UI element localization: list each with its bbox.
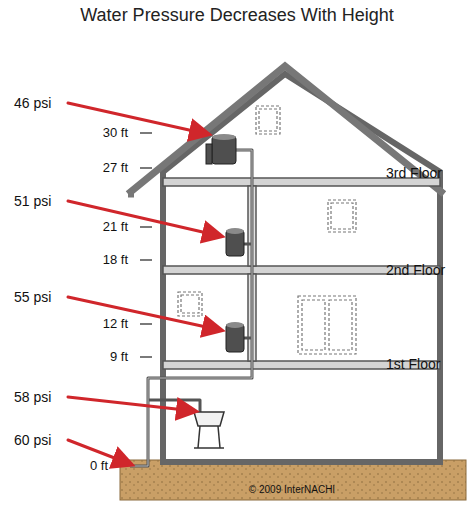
floor-name: 1st Floor bbox=[386, 356, 440, 372]
laundry-tub bbox=[194, 412, 224, 448]
window bbox=[331, 203, 353, 229]
copyright-note: © 2009 InterNACHI bbox=[249, 484, 335, 496]
pressure-value: 51 psi bbox=[14, 193, 51, 209]
window bbox=[178, 292, 202, 316]
door bbox=[329, 300, 352, 350]
height-value: 27 ft bbox=[103, 161, 128, 176]
callout-arrow bbox=[68, 103, 207, 134]
window bbox=[259, 109, 277, 131]
water-pipe bbox=[130, 150, 252, 466]
callout-arrow bbox=[68, 397, 194, 411]
height-ticks bbox=[140, 133, 152, 357]
water-heater bbox=[206, 134, 236, 164]
pressure-value: 60 psi bbox=[14, 432, 51, 448]
height-value: 30 ft bbox=[103, 126, 128, 141]
callout-arrow bbox=[68, 297, 220, 330]
title: Water Pressure Decreases With Height bbox=[80, 5, 393, 26]
window bbox=[181, 295, 199, 313]
eave bbox=[128, 191, 134, 198]
window bbox=[256, 106, 280, 134]
water-heater bbox=[226, 322, 244, 352]
floor-name: 2nd Floor bbox=[386, 262, 445, 278]
pressure-value: 55 psi bbox=[14, 289, 51, 305]
roof bbox=[128, 66, 444, 194]
floor-name: 3rd Floor bbox=[386, 165, 442, 181]
height-value: 0 ft bbox=[90, 459, 108, 474]
window bbox=[328, 200, 356, 232]
height-value: 21 ft bbox=[103, 220, 128, 235]
water-heater bbox=[226, 228, 244, 256]
height-value: 18 ft bbox=[103, 253, 128, 268]
pressure-value: 46 psi bbox=[14, 95, 51, 111]
pressure-value: 58 psi bbox=[14, 389, 51, 405]
height-value: 12 ft bbox=[103, 317, 128, 332]
height-value: 9 ft bbox=[110, 350, 128, 365]
callout-arrow bbox=[68, 201, 220, 236]
ground bbox=[120, 460, 466, 500]
door bbox=[302, 300, 325, 350]
door bbox=[298, 296, 356, 354]
